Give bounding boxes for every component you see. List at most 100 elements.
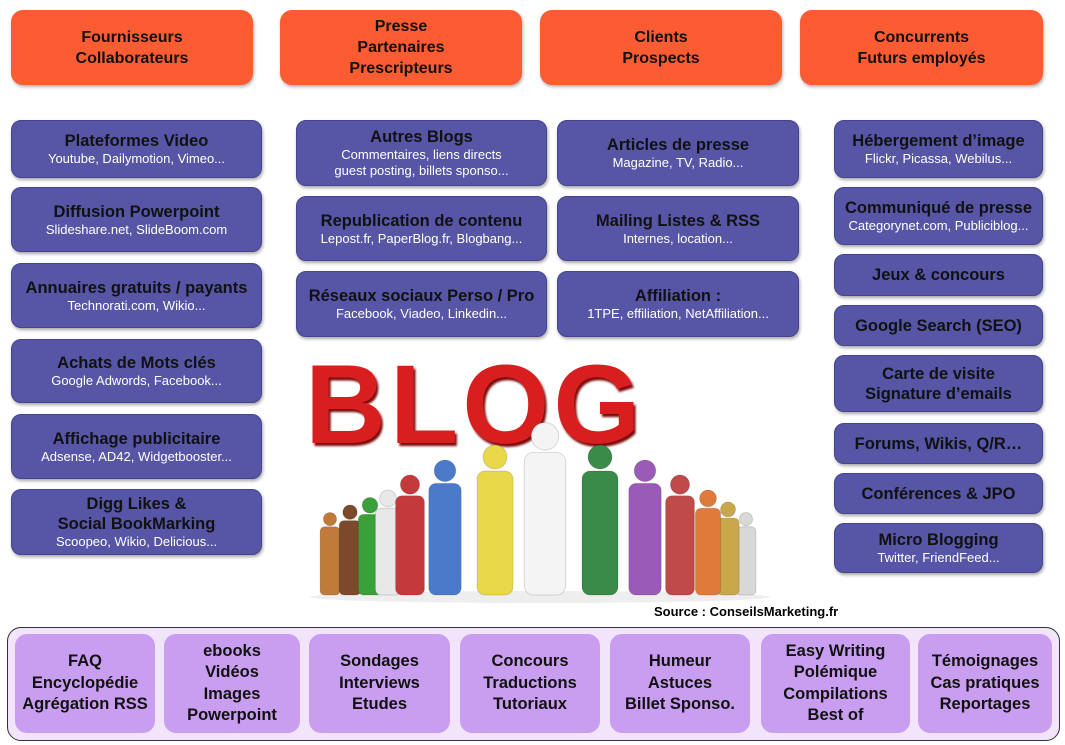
channel-title: Diffusion Powerpoint (53, 202, 220, 221)
person-figure (338, 504, 362, 596)
content-type-label: Témoignages (931, 652, 1039, 671)
audience-label: Collaborateurs (75, 49, 189, 67)
person-figure (665, 474, 695, 596)
person-figure (735, 512, 757, 596)
person-figure (374, 489, 402, 596)
channel-examples: Slideshare.net, SlideBoom.com (45, 221, 228, 237)
people-illustration (310, 421, 770, 603)
channel-examples: Flickr, Picassa, Webilus... (864, 151, 1013, 166)
channel-title: Mailing Listes & RSS (595, 211, 761, 230)
audience-label: Partenaires (357, 39, 445, 56)
channel-examples: Twitter, FriendFeed... (877, 550, 1000, 565)
content-type-label: Best of (807, 706, 864, 724)
source-credit: Source : ConseilsMarketing.fr (654, 604, 839, 619)
channel-box: Conférences & JPO (834, 473, 1043, 514)
channel-title: Micro Blogging (878, 531, 999, 549)
channel-box: Jeux & concours (834, 254, 1043, 296)
content-type-label: Billet Sponso. (624, 695, 735, 714)
channel-examples: Youtube, Dailymotion, Vimeo... (47, 151, 226, 166)
person-figure (581, 444, 619, 596)
channel-title: Google Search (SEO) (855, 316, 1022, 335)
channel-title: Republication de contenu (320, 211, 523, 230)
audience-label: Prospects (622, 49, 700, 67)
content-type-label: Images (203, 684, 261, 703)
content-type-label: Concours (491, 652, 569, 671)
content-type-label: Compilations (783, 684, 888, 703)
audience-label: Presse (374, 18, 428, 35)
channel-title: Conférences & JPO (861, 484, 1016, 503)
channel-title: Forums, Wikis, Q/R… (854, 434, 1023, 453)
channel-box: Google Search (SEO) (834, 305, 1043, 346)
content-type-label: Vidéos (205, 663, 259, 681)
channel-examples: Facebook, Viadeo, Linkedin... (335, 306, 508, 321)
content-type-label: Tutoriaux (493, 695, 567, 714)
content-type-label: Astuces (647, 673, 713, 692)
channel-box: Affiliation :1TPE, effiliation, NetAffil… (557, 271, 799, 337)
content-type-label: Polémique (793, 663, 878, 681)
channel-title: Digg Likes & (86, 495, 187, 513)
person-figure (628, 459, 662, 596)
channel-examples: Categorynet.com, Publiciblog... (848, 218, 1029, 233)
channel-title: Carte de visite (882, 364, 995, 383)
channel-examples: Internes, location... (623, 230, 733, 246)
channel-title: Affichage publicitaire (52, 429, 221, 448)
content-type-label: Easy Writing (785, 641, 886, 660)
content-type-label: Etudes (351, 695, 407, 714)
channel-title: Hébergement d’image (852, 132, 1025, 150)
content-type-label: Cas pratiques (930, 673, 1040, 692)
audience-label: Prescripteurs (349, 60, 453, 77)
channel-box: Forums, Wikis, Q/R… (834, 423, 1043, 464)
channel-title: Jeux & concours (872, 266, 1005, 284)
channel-examples: Adsense, AD42, Widgetbooster... (41, 448, 232, 464)
content-type-label: FAQ (68, 652, 102, 671)
channel-examples: Scoopeo, Wikio, Delicious... (55, 534, 218, 549)
person-figure (319, 512, 341, 596)
channel-title: Social BookMarking (57, 515, 216, 533)
content-type-label: Powerpoint (187, 706, 277, 724)
person-figure (694, 489, 722, 596)
channel-examples: Technorati.com, Wikio... (67, 297, 206, 313)
person-figure (476, 444, 514, 596)
channel-title: Annuaires gratuits / payants (25, 278, 248, 297)
channel-examples: guest posting, billets sponso... (334, 163, 509, 178)
channel-examples: 1TPE, effiliation, NetAffiliation... (587, 306, 769, 321)
audience-label: Clients (634, 28, 688, 46)
content-type-label: Humeur (648, 652, 712, 671)
person-figure (523, 421, 567, 596)
channel-title: Affiliation : (634, 287, 722, 305)
audience-label: Futurs employés (857, 49, 986, 67)
channel-title: Plateformes Video (64, 132, 209, 150)
content-type-label: Sondages (340, 652, 419, 671)
content-type-label: Reportages (939, 695, 1031, 714)
person-figure (395, 474, 425, 596)
person-figure (428, 459, 462, 596)
content-type-label: Interviews (339, 673, 420, 692)
content-type-label: Traductions (483, 673, 577, 692)
channel-title: Achats de Mots clés (57, 354, 216, 372)
channel-title: Articles de presse (606, 136, 750, 154)
channel-examples: Lepost.fr, PaperBlog.fr, Blogbang... (320, 230, 523, 246)
channel-title: Signature d’emails (865, 384, 1012, 403)
channel-title: Autres Blogs (370, 128, 473, 146)
